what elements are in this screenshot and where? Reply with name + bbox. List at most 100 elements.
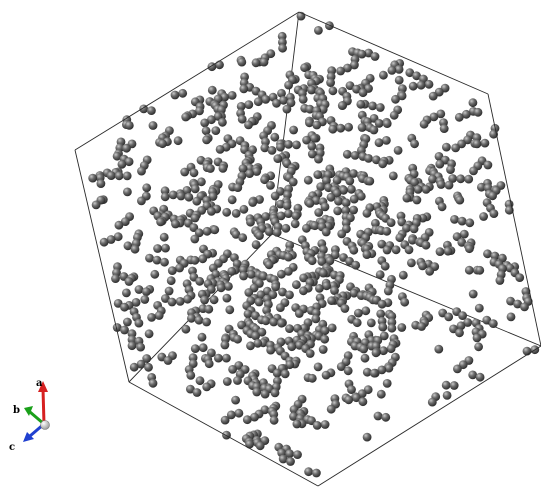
- atom-sphere: [122, 171, 132, 181]
- atom-sphere: [178, 88, 188, 98]
- atom-sphere: [289, 405, 299, 414]
- atom-sphere: [371, 218, 380, 228]
- atom-sphere: [134, 318, 144, 328]
- atom-sphere: [112, 151, 122, 161]
- atom-sphere: [233, 376, 242, 385]
- atom-sphere: [382, 226, 392, 236]
- atom-sphere: [299, 273, 308, 283]
- atom-sphere: [163, 356, 173, 365]
- atom-sphere: [305, 199, 315, 208]
- atom-sphere: [148, 121, 158, 130]
- atom-sphere: [312, 120, 322, 130]
- atom-sphere: [326, 78, 335, 87]
- atom-sphere: [189, 223, 199, 233]
- atom-sphere: [237, 57, 247, 67]
- atom-sphere: [233, 334, 243, 344]
- atom-sphere: [278, 43, 287, 53]
- atom-sphere: [201, 126, 211, 136]
- atom-sphere: [441, 380, 451, 390]
- atom-sphere: [337, 229, 347, 239]
- atom-sphere: [239, 204, 249, 214]
- atom-sphere: [424, 79, 434, 89]
- atom-sphere: [522, 346, 532, 356]
- atom-sphere: [448, 174, 458, 183]
- atom-sphere: [190, 184, 200, 194]
- atom-sphere: [195, 376, 205, 386]
- atom-sphere: [350, 60, 359, 70]
- atom-sphere: [489, 209, 499, 219]
- atom-sphere: [387, 323, 397, 333]
- atom-sphere: [330, 286, 339, 295]
- atom-sphere: [248, 198, 258, 207]
- atom-sphere: [416, 80, 426, 90]
- cell-edge-outer: [298, 11, 489, 95]
- atom-sphere: [327, 323, 337, 333]
- cell-edge-outer: [487, 93, 541, 347]
- atom-sphere: [409, 224, 419, 234]
- atom-sphere: [189, 168, 199, 178]
- atom-sphere: [144, 329, 154, 339]
- atom-sphere: [457, 216, 467, 226]
- atom-sphere: [264, 227, 274, 237]
- atom-sphere: [311, 314, 321, 324]
- atom-sphere: [322, 281, 331, 291]
- atom-sphere: [343, 366, 353, 376]
- atom-sphere: [320, 420, 330, 429]
- atom-sphere: [284, 209, 293, 219]
- atom-sphere: [256, 290, 266, 300]
- atom-sphere: [123, 317, 132, 327]
- atom-sphere: [160, 192, 170, 202]
- atom-sphere: [421, 185, 431, 194]
- atom-sphere: [461, 109, 471, 119]
- atom-sphere: [284, 252, 293, 262]
- atom-sphere: [465, 218, 475, 228]
- atom-sphere: [218, 164, 228, 173]
- atom-sphere: [304, 467, 313, 477]
- atom-sphere: [284, 140, 293, 149]
- atom-sphere: [459, 229, 469, 239]
- atom-sphere: [246, 341, 255, 351]
- atom-sphere: [242, 415, 252, 425]
- atom-sphere: [131, 298, 141, 307]
- atom-sphere: [345, 81, 355, 90]
- atom-sphere: [318, 105, 328, 114]
- atom-sphere: [473, 107, 483, 117]
- atom-sphere: [202, 135, 212, 145]
- atom-sphere: [123, 241, 133, 251]
- atom-sphere: [222, 377, 232, 386]
- atom-sphere: [276, 303, 285, 312]
- atom-sphere: [246, 217, 255, 227]
- atom-sphere: [140, 295, 150, 304]
- atom-sphere: [142, 354, 152, 363]
- atom-sphere: [453, 364, 462, 374]
- atom-sphere: [468, 289, 478, 299]
- atom-sphere: [374, 138, 384, 148]
- atom-sphere: [292, 419, 302, 429]
- atom-sphere: [488, 319, 498, 328]
- atom-sphere: [457, 238, 467, 247]
- atom-sphere: [215, 60, 224, 70]
- atom-sphere: [167, 266, 177, 275]
- atom-sphere: [442, 142, 451, 152]
- atom-sphere: [313, 170, 323, 180]
- atom-sphere: [142, 287, 151, 296]
- atom-sphere: [171, 219, 180, 229]
- atom-sphere: [350, 151, 360, 160]
- atom-sphere: [425, 266, 435, 276]
- atom-sphere: [468, 98, 478, 108]
- atom-sphere: [154, 311, 164, 320]
- atom-sphere: [231, 209, 241, 218]
- atom-sphere: [395, 233, 405, 243]
- atom-sphere: [222, 430, 231, 440]
- atom-sphere: [456, 321, 466, 331]
- atom-sphere: [120, 217, 130, 227]
- atom-sphere: [362, 367, 372, 377]
- atom-sphere: [88, 173, 98, 183]
- atom-sphere: [286, 457, 295, 466]
- axes-orientation-triad[interactable]: a b c: [9, 378, 50, 453]
- atom-sphere: [231, 395, 241, 405]
- atom-sphere: [152, 255, 162, 265]
- atom-sphere: [506, 296, 515, 306]
- atom-sphere: [386, 218, 396, 228]
